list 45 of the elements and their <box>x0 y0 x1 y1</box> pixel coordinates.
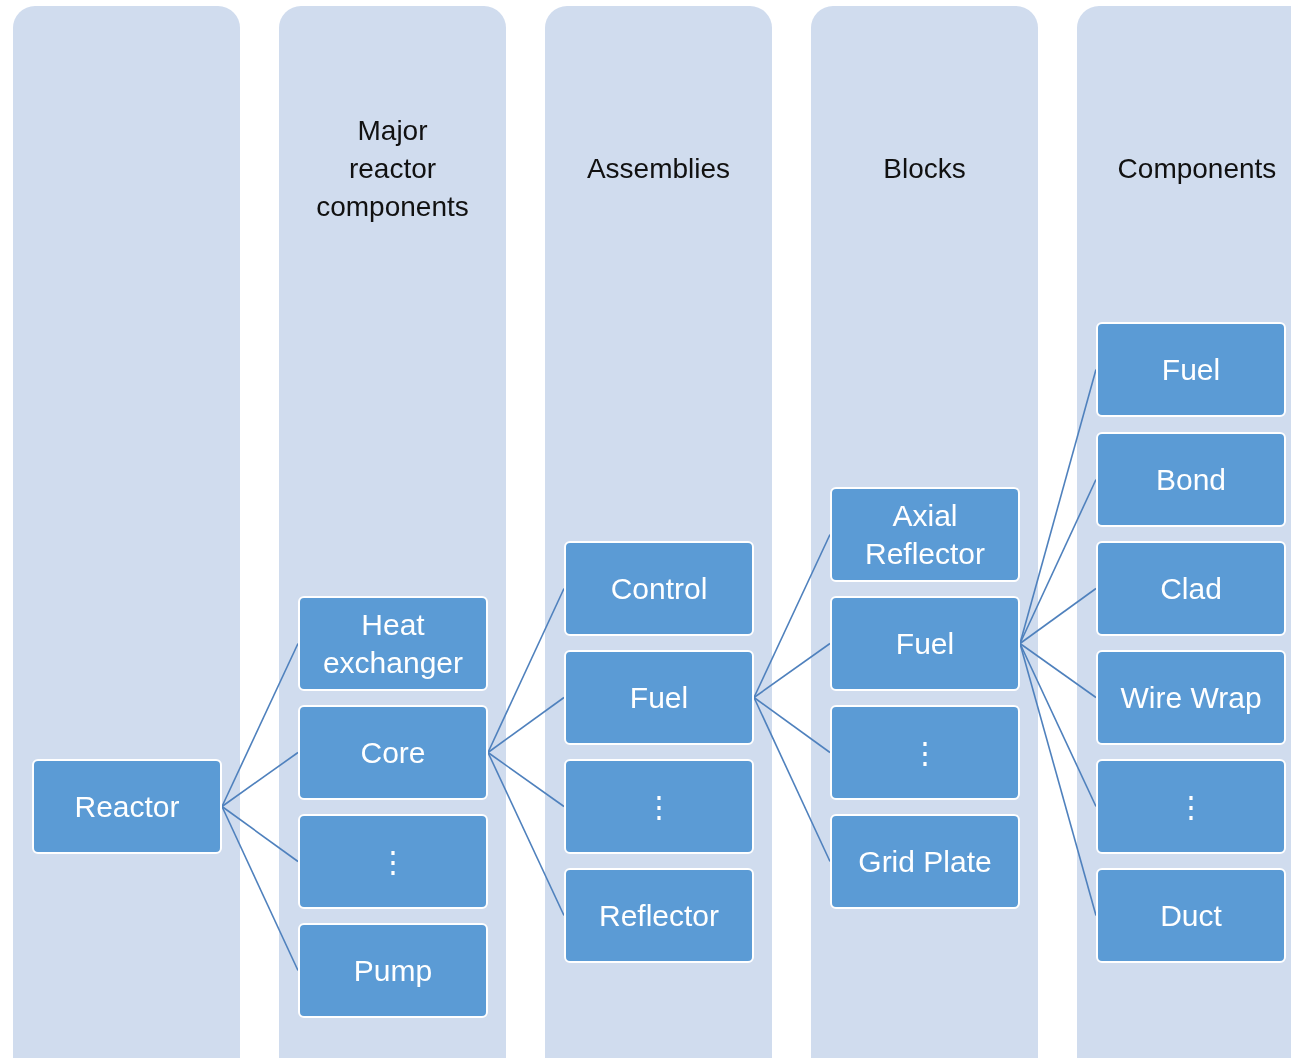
item-box: Clad <box>1096 541 1286 636</box>
connector-line <box>487 751 565 917</box>
item-box: ⋮ <box>298 814 488 909</box>
connector-line <box>1019 587 1097 645</box>
connector-line <box>487 751 565 808</box>
connector-line <box>753 533 831 699</box>
connector-line <box>753 696 831 863</box>
item-box: Control <box>564 541 754 636</box>
connector-line <box>1019 642 1097 808</box>
column-band <box>279 6 506 1058</box>
item-box: Fuel <box>564 650 754 745</box>
item-box: ⋮ <box>1096 759 1286 854</box>
column-heading: Blocks <box>883 152 966 186</box>
item-box: Heat exchanger <box>298 596 488 691</box>
connector-line <box>1019 478 1097 645</box>
item-box: Axial Reflector <box>830 487 1020 582</box>
item-box: Duct <box>1096 868 1286 963</box>
item-box: ⋮ <box>564 759 754 854</box>
item-box: Wire Wrap <box>1096 650 1286 745</box>
column-heading: Components <box>1117 152 1277 186</box>
column-band <box>13 6 240 1058</box>
connector-line <box>753 642 831 699</box>
item-box: Fuel <box>830 596 1020 691</box>
connector-line <box>1019 642 1097 699</box>
connector-line <box>221 751 299 808</box>
column-heading: Major reactor components <box>315 114 470 224</box>
connector-line <box>221 805 299 972</box>
column-band <box>811 6 1038 1058</box>
connector-line <box>221 642 299 808</box>
connector-line <box>753 696 831 754</box>
column-band <box>1077 6 1291 1058</box>
connector-line <box>1019 642 1097 917</box>
column-heading: Assemblies <box>586 152 731 186</box>
connector-line <box>487 696 565 754</box>
item-box: Reactor <box>32 759 222 854</box>
item-box: ⋮ <box>830 705 1020 800</box>
item-box: Bond <box>1096 432 1286 527</box>
item-box: Core <box>298 705 488 800</box>
item-box: Pump <box>298 923 488 1018</box>
connector-line <box>221 805 299 863</box>
item-box: Fuel <box>1096 322 1286 417</box>
item-box: Grid Plate <box>830 814 1020 909</box>
item-box: Reflector <box>564 868 754 963</box>
connector-line <box>487 587 565 754</box>
column-band <box>545 6 772 1058</box>
